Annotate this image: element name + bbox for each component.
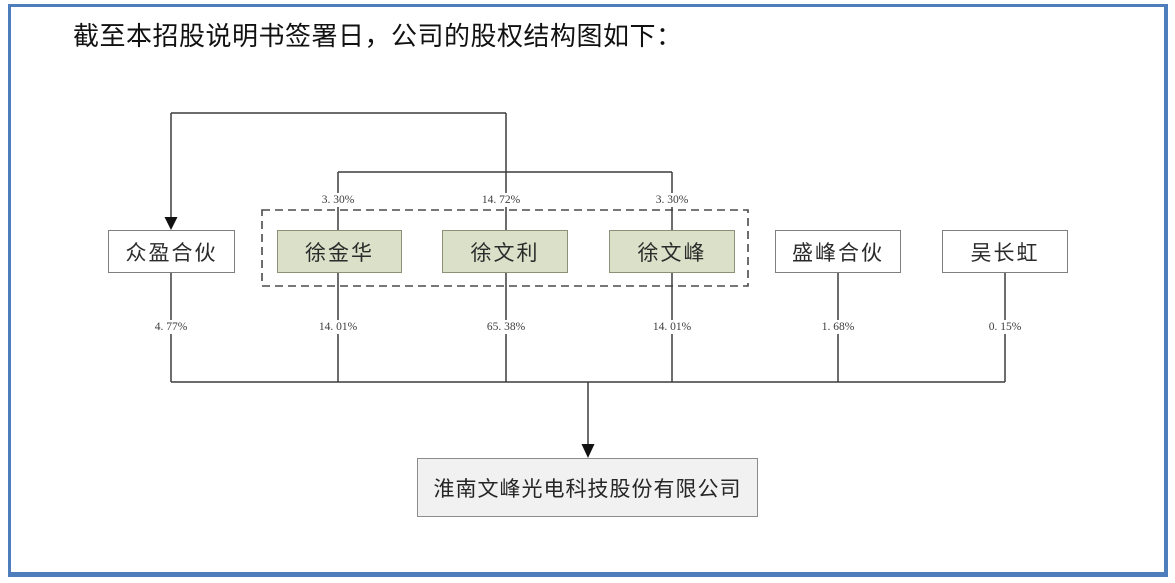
company-box: 淮南文峰光电科技股份有限公司 <box>417 458 758 517</box>
intro-text: 截至本招股说明书签署日，公司的股权结构图如下： <box>73 22 683 51</box>
shareholder-box-wu-changhong: 吴长虹 <box>942 230 1068 273</box>
shareholder-box-xu-wenfeng: 徐文峰 <box>609 230 735 273</box>
arrow-down-icon <box>581 444 595 458</box>
ownership-pct-shengfeng-in-company: 1. 68% <box>818 320 858 334</box>
ownership-pct-xu-wenli-in-company: 65. 38% <box>483 320 529 334</box>
ownership-pct-xu-wenli-in-partnership: 14. 72% <box>478 193 524 207</box>
ownership-pct-xu-wenfeng-in-company: 14. 01% <box>649 320 695 334</box>
arrow-down-icon <box>164 217 178 230</box>
ownership-pct-xu-wenfeng-in-partnership: 3. 30% <box>652 193 692 207</box>
shareholder-box-shengfeng-partnership: 盛峰合伙 <box>775 230 901 273</box>
ownership-pct-xu-jinhua-in-company: 14. 01% <box>315 320 361 334</box>
ownership-pct-wu-changhong-in-company: 0. 15% <box>985 320 1025 334</box>
shareholder-box-zhongying-partnership: 众盈合伙 <box>108 230 235 273</box>
shareholder-box-xu-jinhua: 徐金华 <box>277 230 402 273</box>
ownership-pct-xu-jinhua-in-partnership: 3. 30% <box>318 193 358 207</box>
shareholder-box-xu-wenli: 徐文利 <box>442 230 568 273</box>
family-group-outline <box>261 209 749 287</box>
ownership-pct-zhongying-in-company: 4. 77% <box>151 320 191 334</box>
